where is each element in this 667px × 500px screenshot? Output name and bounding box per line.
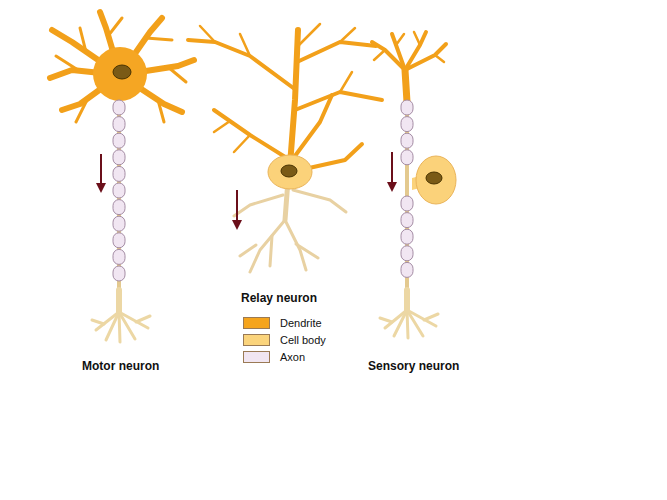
relay-dendrites bbox=[188, 24, 382, 170]
myelin-segment bbox=[401, 150, 413, 165]
myelin-segment bbox=[401, 213, 413, 228]
myelin-segment bbox=[113, 183, 125, 198]
sensory-dendrites bbox=[372, 32, 446, 102]
myelin-segment bbox=[113, 266, 125, 281]
myelin-segment bbox=[113, 166, 125, 181]
legend-text: Axon bbox=[280, 351, 305, 364]
myelin-segment bbox=[113, 233, 125, 248]
neuron-label: Motor neuron bbox=[82, 359, 159, 373]
relay-cell-body bbox=[268, 155, 312, 189]
motor-dendrites bbox=[50, 12, 194, 122]
nucleus bbox=[281, 165, 297, 177]
motor-cell-body bbox=[93, 47, 147, 101]
myelin-segment bbox=[113, 150, 125, 165]
myelin-segment bbox=[113, 117, 125, 132]
axon-core bbox=[119, 95, 407, 295]
myelin-segment bbox=[401, 229, 413, 244]
myelin-segment bbox=[401, 117, 413, 132]
myelin-segment bbox=[113, 216, 125, 231]
nucleus bbox=[113, 65, 131, 79]
neuron-label: Sensory neuron bbox=[368, 359, 459, 373]
legend-swatch bbox=[243, 317, 270, 329]
legend-swatch bbox=[243, 351, 270, 363]
myelin-segment bbox=[401, 133, 413, 148]
axon-terminal bbox=[380, 290, 438, 338]
direction-arrow bbox=[96, 152, 397, 230]
myelin-segment bbox=[401, 246, 413, 261]
myelin-segment bbox=[113, 100, 125, 115]
axon-terminal bbox=[92, 290, 150, 342]
myelin-segment bbox=[401, 262, 413, 277]
myelin-segment bbox=[113, 200, 125, 215]
myelin-segment bbox=[401, 100, 413, 115]
myelin-segment bbox=[113, 249, 125, 264]
legend-text: Dendrite bbox=[280, 317, 322, 330]
legend-text: Cell body bbox=[280, 334, 326, 347]
myelin-segment bbox=[113, 133, 125, 148]
relay-terminals bbox=[234, 180, 346, 272]
neuron-label: Relay neuron bbox=[241, 291, 317, 305]
legend-swatch bbox=[243, 334, 270, 346]
nucleus bbox=[426, 172, 442, 184]
sensory-cell-body bbox=[416, 156, 456, 204]
myelin-segment bbox=[401, 196, 413, 211]
